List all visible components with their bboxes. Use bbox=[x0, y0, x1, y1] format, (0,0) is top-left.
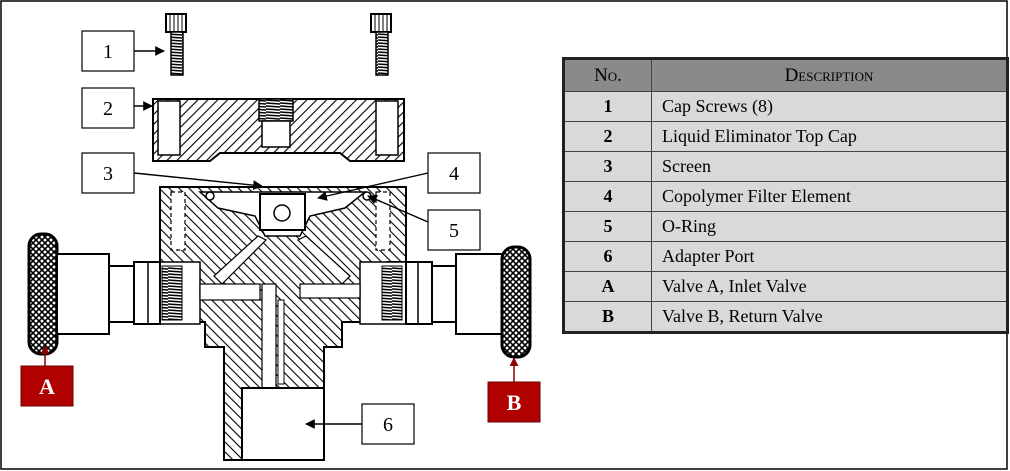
part-no: 4 bbox=[563, 181, 652, 212]
part-description: Liquid Eliminator Top Cap bbox=[651, 121, 1008, 152]
callout-3-label: 3 bbox=[103, 163, 113, 185]
callout-6: 6 bbox=[305, 403, 415, 445]
valve-tag-a: A bbox=[20, 345, 74, 407]
callout-1-label: 1 bbox=[103, 41, 113, 63]
part-no: B bbox=[563, 301, 652, 333]
column-header-no: No. bbox=[563, 58, 652, 92]
cap-screw-right bbox=[370, 13, 392, 76]
part-no: 5 bbox=[563, 211, 652, 242]
valve-tag-b-label: B bbox=[507, 390, 522, 415]
valve-b bbox=[405, 245, 532, 359]
part-description: Screen bbox=[651, 151, 1008, 182]
part-description: Cap Screws (8) bbox=[651, 91, 1008, 122]
part-no: 1 bbox=[563, 91, 652, 122]
callout-4-label: 4 bbox=[449, 163, 459, 185]
callout-1: 1 bbox=[81, 30, 165, 72]
callout-3: 3 bbox=[81, 152, 263, 194]
part-description: O-Ring bbox=[651, 211, 1008, 242]
top-cap bbox=[152, 98, 405, 162]
valve-tag-b: B bbox=[487, 357, 541, 423]
part-description: Adapter Port bbox=[651, 241, 1008, 272]
callout-5-label: 5 bbox=[449, 220, 459, 242]
callout-4: 4 bbox=[317, 152, 481, 201]
body bbox=[159, 186, 407, 461]
part-no: 6 bbox=[563, 241, 652, 272]
cap-screw-left bbox=[165, 13, 187, 76]
part-description: Copolymer Filter Element bbox=[651, 181, 1008, 212]
column-header-description: Description bbox=[651, 58, 1008, 92]
callout-5: 5 bbox=[367, 195, 481, 251]
callout-6-label: 6 bbox=[383, 414, 393, 436]
valve-a bbox=[27, 232, 161, 356]
callout-2: 2 bbox=[81, 87, 153, 129]
part-description: Valve A, Inlet Valve bbox=[651, 271, 1008, 302]
part-no: 2 bbox=[563, 121, 652, 152]
part-no: A bbox=[563, 271, 652, 302]
valve-tag-a-label: A bbox=[39, 374, 55, 399]
part-no: 3 bbox=[563, 151, 652, 182]
callout-2-label: 2 bbox=[103, 98, 113, 120]
part-description: Valve B, Return Valve bbox=[651, 301, 1008, 333]
table-header-row: No. Description bbox=[563, 58, 1008, 92]
